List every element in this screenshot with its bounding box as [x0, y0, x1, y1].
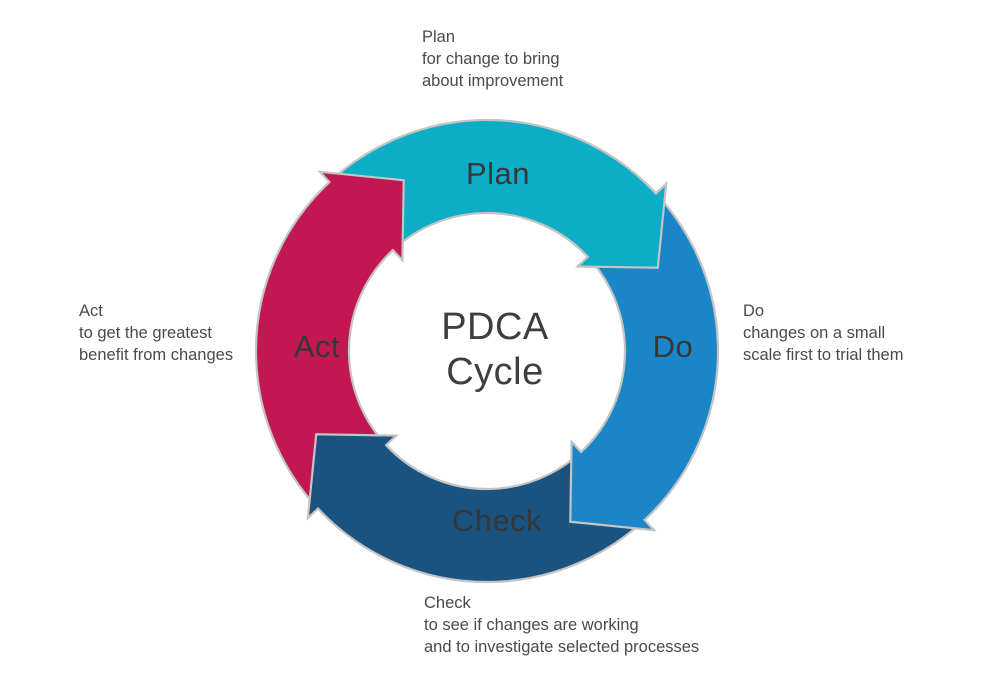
- annotation-line: about improvement: [422, 72, 564, 90]
- act-arc-label: Act: [294, 329, 340, 364]
- annotation-do: Do changes on a small scale first to tri…: [743, 300, 903, 366]
- annotation-line: Do: [743, 302, 765, 320]
- annotation-line: to see if changes are working: [424, 616, 639, 634]
- annotation-line: Check: [424, 594, 471, 612]
- annotation-line: changes on a small: [743, 324, 886, 342]
- annotation-check: Check to see if changes are working and …: [424, 592, 699, 658]
- center-title-line1: PDCA: [441, 306, 549, 348]
- center-title-line2: Cycle: [446, 351, 544, 393]
- annotation-plan: Plan for change to bring about improveme…: [422, 26, 563, 92]
- annotation-line: Act: [79, 302, 103, 320]
- annotation-line: Plan: [422, 28, 456, 46]
- do-arc-label: Do: [653, 329, 694, 364]
- cycle-arrows: [254, 118, 720, 584]
- annotation-line: for change to bring: [422, 50, 560, 68]
- check-arc-label: Check: [452, 503, 542, 538]
- annotation-line: to get the greatest: [79, 324, 213, 342]
- annotation-line: benefit from changes: [79, 346, 234, 364]
- plan-arc-label: Plan: [466, 156, 530, 191]
- annotation-line: and to investigate selected processes: [424, 638, 700, 656]
- annotation-act: Act to get the greatest benefit from cha…: [79, 300, 233, 366]
- annotation-line: scale first to trial them: [743, 346, 904, 364]
